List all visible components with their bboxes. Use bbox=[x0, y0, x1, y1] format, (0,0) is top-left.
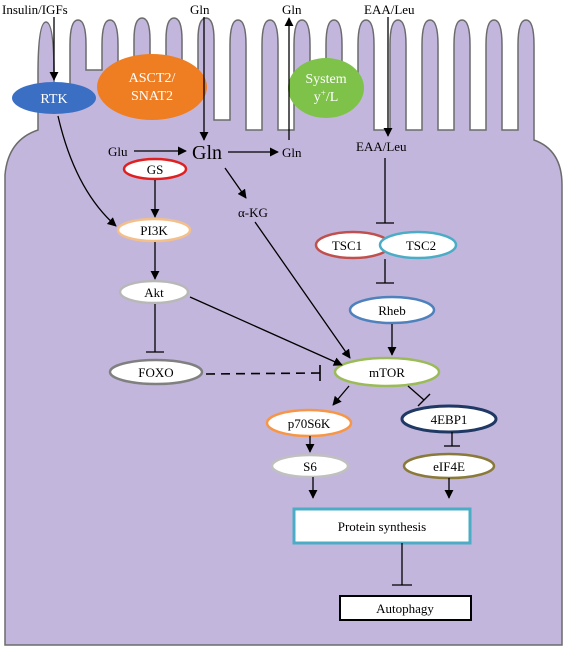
arrow-mtor-p70s6k bbox=[332, 385, 350, 406]
system-label-line2: y+/L bbox=[314, 88, 339, 105]
tsc2-node[interactable] bbox=[378, 230, 458, 260]
protein-synthesis-box[interactable] bbox=[292, 507, 472, 545]
eaa-leu-top-label: EAA/Leu bbox=[364, 2, 415, 17]
tsc2-label: TSC2 bbox=[406, 238, 436, 253]
eif4e-label: eIF4E bbox=[433, 459, 465, 474]
pi3k-label: PI3K bbox=[140, 223, 168, 238]
asct2-label-line2: SNAT2 bbox=[131, 89, 173, 104]
protein-synthesis-label: Protein synthesis bbox=[338, 519, 426, 534]
p70s6k-node[interactable] bbox=[265, 408, 353, 438]
autophagy-label: Autophagy bbox=[376, 601, 434, 616]
autophagy-box[interactable] bbox=[339, 595, 472, 621]
pi3k-node[interactable] bbox=[116, 217, 192, 243]
foxo-label: FOXO bbox=[138, 365, 173, 380]
rtk-receptor[interactable] bbox=[12, 82, 96, 114]
rtk-label: RTK bbox=[40, 92, 67, 107]
p70s6k-label: p70S6K bbox=[288, 416, 331, 431]
inhibit-foxo-mtor bbox=[205, 372, 321, 375]
asct2-snat2-transporter[interactable] bbox=[97, 54, 207, 120]
arrow-rtk-pi3k bbox=[57, 115, 117, 227]
tsc1-label: TSC1 bbox=[332, 238, 362, 253]
system-label-line1: System bbox=[305, 72, 346, 87]
inhibit-mtor-4ebp1 bbox=[407, 385, 425, 401]
eaa-leu-inside-label: EAA/Leu bbox=[356, 139, 407, 154]
foxo-node[interactable] bbox=[108, 358, 204, 386]
akt-node[interactable] bbox=[118, 279, 190, 305]
cell-membrane bbox=[4, 17, 563, 646]
asct2-label-line1: ASCT2/ bbox=[129, 71, 176, 86]
arrow-akt-mtor bbox=[189, 296, 343, 366]
s6-node[interactable] bbox=[270, 453, 350, 479]
rheb-node[interactable] bbox=[348, 295, 436, 325]
mtor-label: mTOR bbox=[369, 365, 405, 380]
gln-top-label-2: Gln bbox=[282, 2, 302, 17]
mtor-node[interactable] bbox=[333, 356, 441, 388]
glu-label: Glu bbox=[108, 144, 128, 159]
4ebp1-node[interactable] bbox=[400, 404, 498, 434]
arrow-gln-akg bbox=[224, 167, 247, 199]
insulin-igfs-label: Insulin/IGFs bbox=[2, 2, 68, 17]
gln-top-label-1: Gln bbox=[190, 2, 210, 17]
alpha-kg-label: α-KG bbox=[238, 205, 268, 220]
gln-right-label: Gln bbox=[282, 145, 302, 160]
akt-label: Akt bbox=[144, 285, 164, 300]
gs-label: GS bbox=[147, 162, 164, 177]
s6-label: S6 bbox=[303, 459, 317, 474]
system-yl-transporter[interactable] bbox=[288, 58, 364, 118]
gln-center-label: Gln bbox=[192, 142, 222, 164]
gs-node[interactable] bbox=[122, 157, 188, 181]
4ebp1-label: 4EBP1 bbox=[431, 412, 468, 427]
arrow-akg-mtor bbox=[254, 221, 351, 359]
rheb-label: Rheb bbox=[378, 303, 405, 318]
